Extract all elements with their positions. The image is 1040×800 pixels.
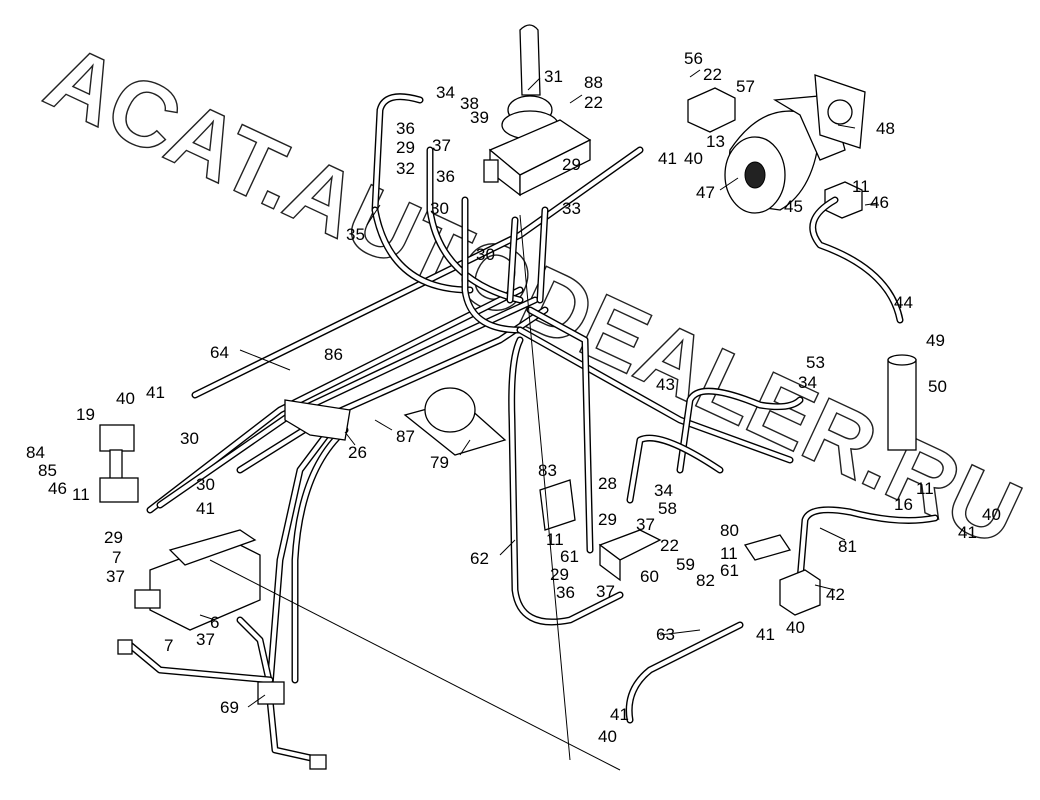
callout: 11 (852, 177, 870, 196)
callout: 38 (460, 94, 479, 113)
callout: 83 (538, 461, 557, 480)
callout: 69 (220, 698, 239, 717)
callout: 40 (786, 618, 805, 637)
callout: 87 (396, 427, 415, 446)
leader-lines (199, 69, 879, 771)
callout: 36 (436, 167, 455, 186)
callout: 30 (196, 475, 215, 494)
callout: 59 (676, 555, 695, 574)
callout: 11 (72, 485, 90, 504)
callout: 40 (684, 149, 703, 168)
callout: 30 (430, 199, 449, 218)
callout: 29 (396, 138, 415, 157)
callout: 19 (76, 405, 95, 424)
callout: 37 (636, 515, 655, 534)
callout: 7 (164, 636, 173, 655)
callout: 11 (720, 544, 738, 563)
callout: 28 (598, 474, 617, 493)
callout: 60 (640, 567, 659, 586)
callout: 30 (180, 429, 199, 448)
callout: 11 (546, 530, 564, 549)
callout: 11 (916, 479, 934, 498)
callout: 61 (720, 561, 739, 580)
callout: 82 (696, 571, 715, 590)
callout: 84 (26, 443, 45, 462)
callout: 29 (550, 565, 569, 584)
callout: 85 (38, 461, 57, 480)
callout: 35 (346, 225, 365, 244)
callout: 61 (560, 547, 579, 566)
callout: 53 (806, 353, 825, 372)
callout: 48 (876, 119, 895, 138)
callout: 30 (476, 245, 495, 264)
callout: 44 (894, 293, 913, 312)
callout: 32 (396, 159, 415, 178)
callout: 22 (660, 536, 679, 555)
callout: 37 (596, 582, 615, 601)
pump-assembly (687, 74, 866, 219)
callout: 29 (104, 528, 123, 547)
callout: 34 (654, 481, 673, 500)
callout: 37 (432, 136, 451, 155)
callout: 49 (926, 331, 945, 350)
callout: 79 (430, 453, 449, 472)
callout: 6 (210, 613, 219, 632)
callout: 7 (112, 548, 121, 567)
callout: 41 (958, 523, 977, 542)
callout: 40 (598, 727, 617, 746)
callout: 56 (684, 49, 703, 68)
callout: 40 (116, 389, 135, 408)
hose-lines (126, 93, 939, 764)
callout: 63 (656, 625, 675, 644)
callout: 34 (436, 83, 455, 102)
callout: 29 (562, 155, 581, 174)
callout: 34 (798, 373, 817, 392)
callout: 88 (584, 73, 603, 92)
callout: 81 (838, 537, 857, 556)
callout: 37 (106, 567, 125, 586)
hydraulic-parts (99, 354, 917, 770)
callout: 36 (396, 119, 415, 138)
callout: 41 (610, 705, 629, 724)
callout: 41 (658, 149, 677, 168)
callout: 22 (584, 93, 603, 112)
callout: 31 (544, 67, 563, 86)
callout: 13 (706, 132, 725, 151)
callout: 42 (826, 585, 845, 604)
callout: 41 (196, 499, 215, 518)
callout: 26 (348, 443, 367, 462)
callout: 46 (870, 193, 889, 212)
callout: 22 (703, 65, 722, 84)
callout: 41 (146, 383, 165, 402)
callout: 29 (598, 510, 617, 529)
callout: 57 (736, 77, 755, 96)
callout: 43 (656, 375, 675, 394)
callout: 86 (324, 345, 343, 364)
callout: 33 (562, 199, 581, 218)
callout: 46 (48, 479, 67, 498)
callout: 58 (658, 499, 677, 518)
callout: 47 (696, 183, 715, 202)
callout: 16 (894, 495, 913, 514)
callout: 80 (720, 521, 739, 540)
callout: 40 (982, 505, 1001, 524)
callout: 45 (784, 197, 803, 216)
callout: 39 (470, 108, 489, 127)
callout: 62 (470, 549, 489, 568)
callout-labels: 31 88 22 56 22 57 48 34 38 39 36 29 37 3… (26, 49, 1001, 746)
callout: 41 (756, 625, 775, 644)
callout: 64 (210, 343, 229, 362)
joystick-assembly (483, 24, 592, 197)
callout: 36 (556, 583, 575, 602)
callout: 50 (928, 377, 947, 396)
callout: 37 (196, 630, 215, 649)
